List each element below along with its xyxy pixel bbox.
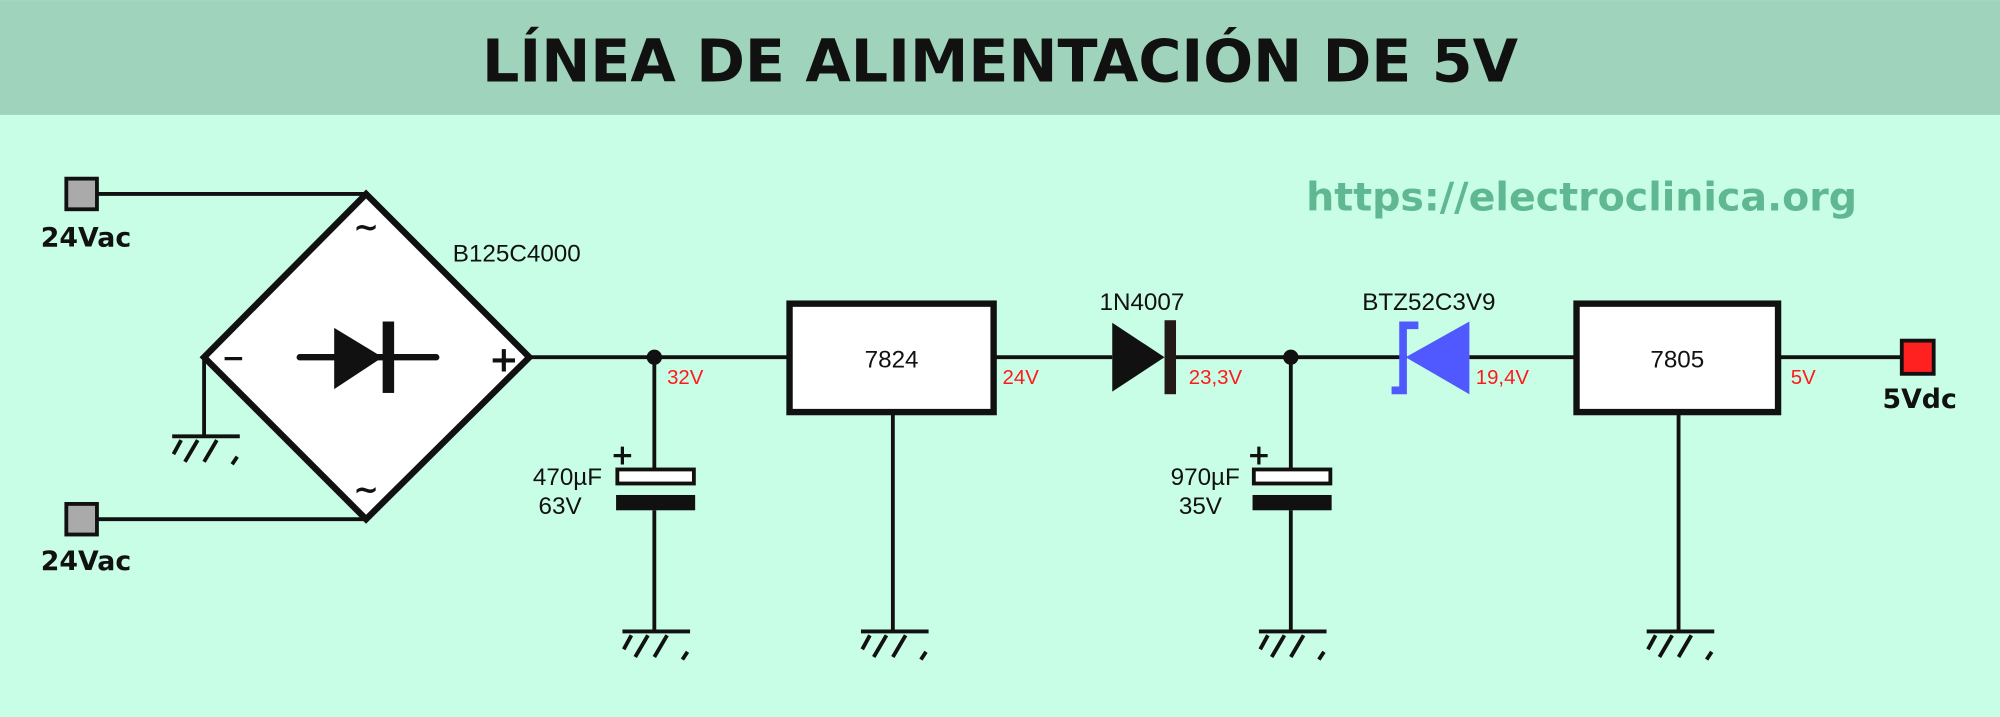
ground-icon [171, 434, 240, 466]
header-band [0, 0, 2000, 115]
input-terminal-top [64, 176, 367, 212]
input-label-bottom: 24Vac [41, 546, 131, 577]
voltage-reg2-out: 5V [1791, 367, 1816, 389]
website-url[interactable]: https://electroclinica.org [1306, 175, 1857, 221]
zener-part-label: BTZ52C3V9 [1362, 289, 1495, 316]
cap1-voltage: 63V [539, 493, 583, 520]
regulator-7805-label: 7805 [1650, 346, 1704, 373]
capacitor-470uf [615, 467, 696, 511]
voltage-diode-out: 23,3V [1189, 367, 1243, 389]
zener-diode [1391, 321, 1470, 395]
bridge-plus: + [489, 339, 519, 380]
regulator-7824-label: 7824 [865, 346, 919, 373]
ground-icon [622, 629, 691, 661]
output-terminal [1899, 338, 1936, 376]
cap2-polarity: + [1247, 438, 1271, 471]
capacitor-970uf [1251, 467, 1333, 511]
voltage-bridge-out: 32V [667, 367, 704, 389]
input-label-top: 24Vac [41, 222, 131, 253]
ground-icon [1258, 629, 1327, 661]
ground-icon [860, 629, 929, 661]
voltage-zener-out: 19,4V [1476, 367, 1530, 389]
output-label: 5Vdc [1882, 384, 1956, 415]
bridge-part-label: B125C4000 [453, 241, 581, 268]
bridge-ac-symbol-bottom: ~ [353, 473, 379, 508]
cap1-value: 470µF [533, 464, 602, 491]
diode-part-label: 1N4007 [1099, 289, 1184, 316]
page-title: LÍNEA DE ALIMENTACIÓN DE 5V [482, 27, 1519, 96]
bridge-rectifier [199, 189, 534, 524]
bridge-minus: − [222, 341, 246, 374]
cap1-polarity: + [611, 438, 635, 471]
regulator-7805 [1573, 300, 1782, 416]
diode-1n4007 [1112, 320, 1177, 395]
cap2-voltage: 35V [1179, 493, 1223, 520]
cap2-value: 970µF [1171, 464, 1240, 491]
regulator-7824 [786, 300, 997, 416]
ground-icon [1646, 629, 1715, 661]
voltage-reg1-out: 24V [1003, 367, 1040, 389]
input-terminal-bottom [64, 501, 367, 537]
bridge-ac-symbol-top: ~ [353, 210, 379, 245]
